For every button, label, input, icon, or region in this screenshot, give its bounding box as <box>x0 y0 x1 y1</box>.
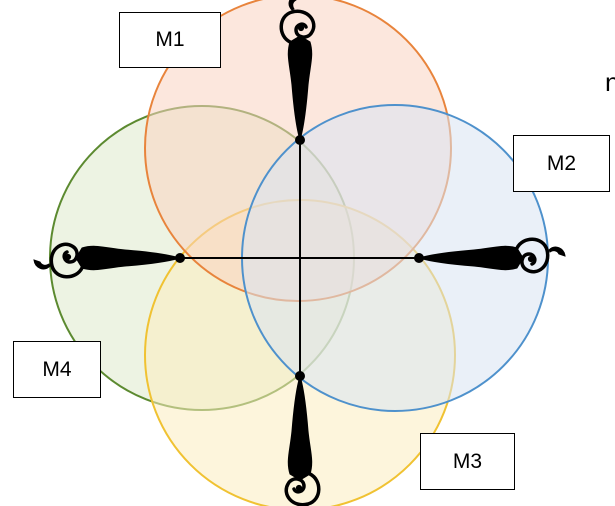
label-m4: M4 <box>13 341 101 398</box>
node-dot-left <box>175 253 185 263</box>
node-dot-right <box>414 253 424 263</box>
node-dot-top <box>295 135 305 145</box>
label-m1: M1 <box>119 12 221 68</box>
edge-text-fragment: n <box>605 67 615 97</box>
node-dot-bottom <box>295 371 305 381</box>
label-m2: M2 <box>513 135 610 192</box>
label-m3: M3 <box>420 433 515 490</box>
